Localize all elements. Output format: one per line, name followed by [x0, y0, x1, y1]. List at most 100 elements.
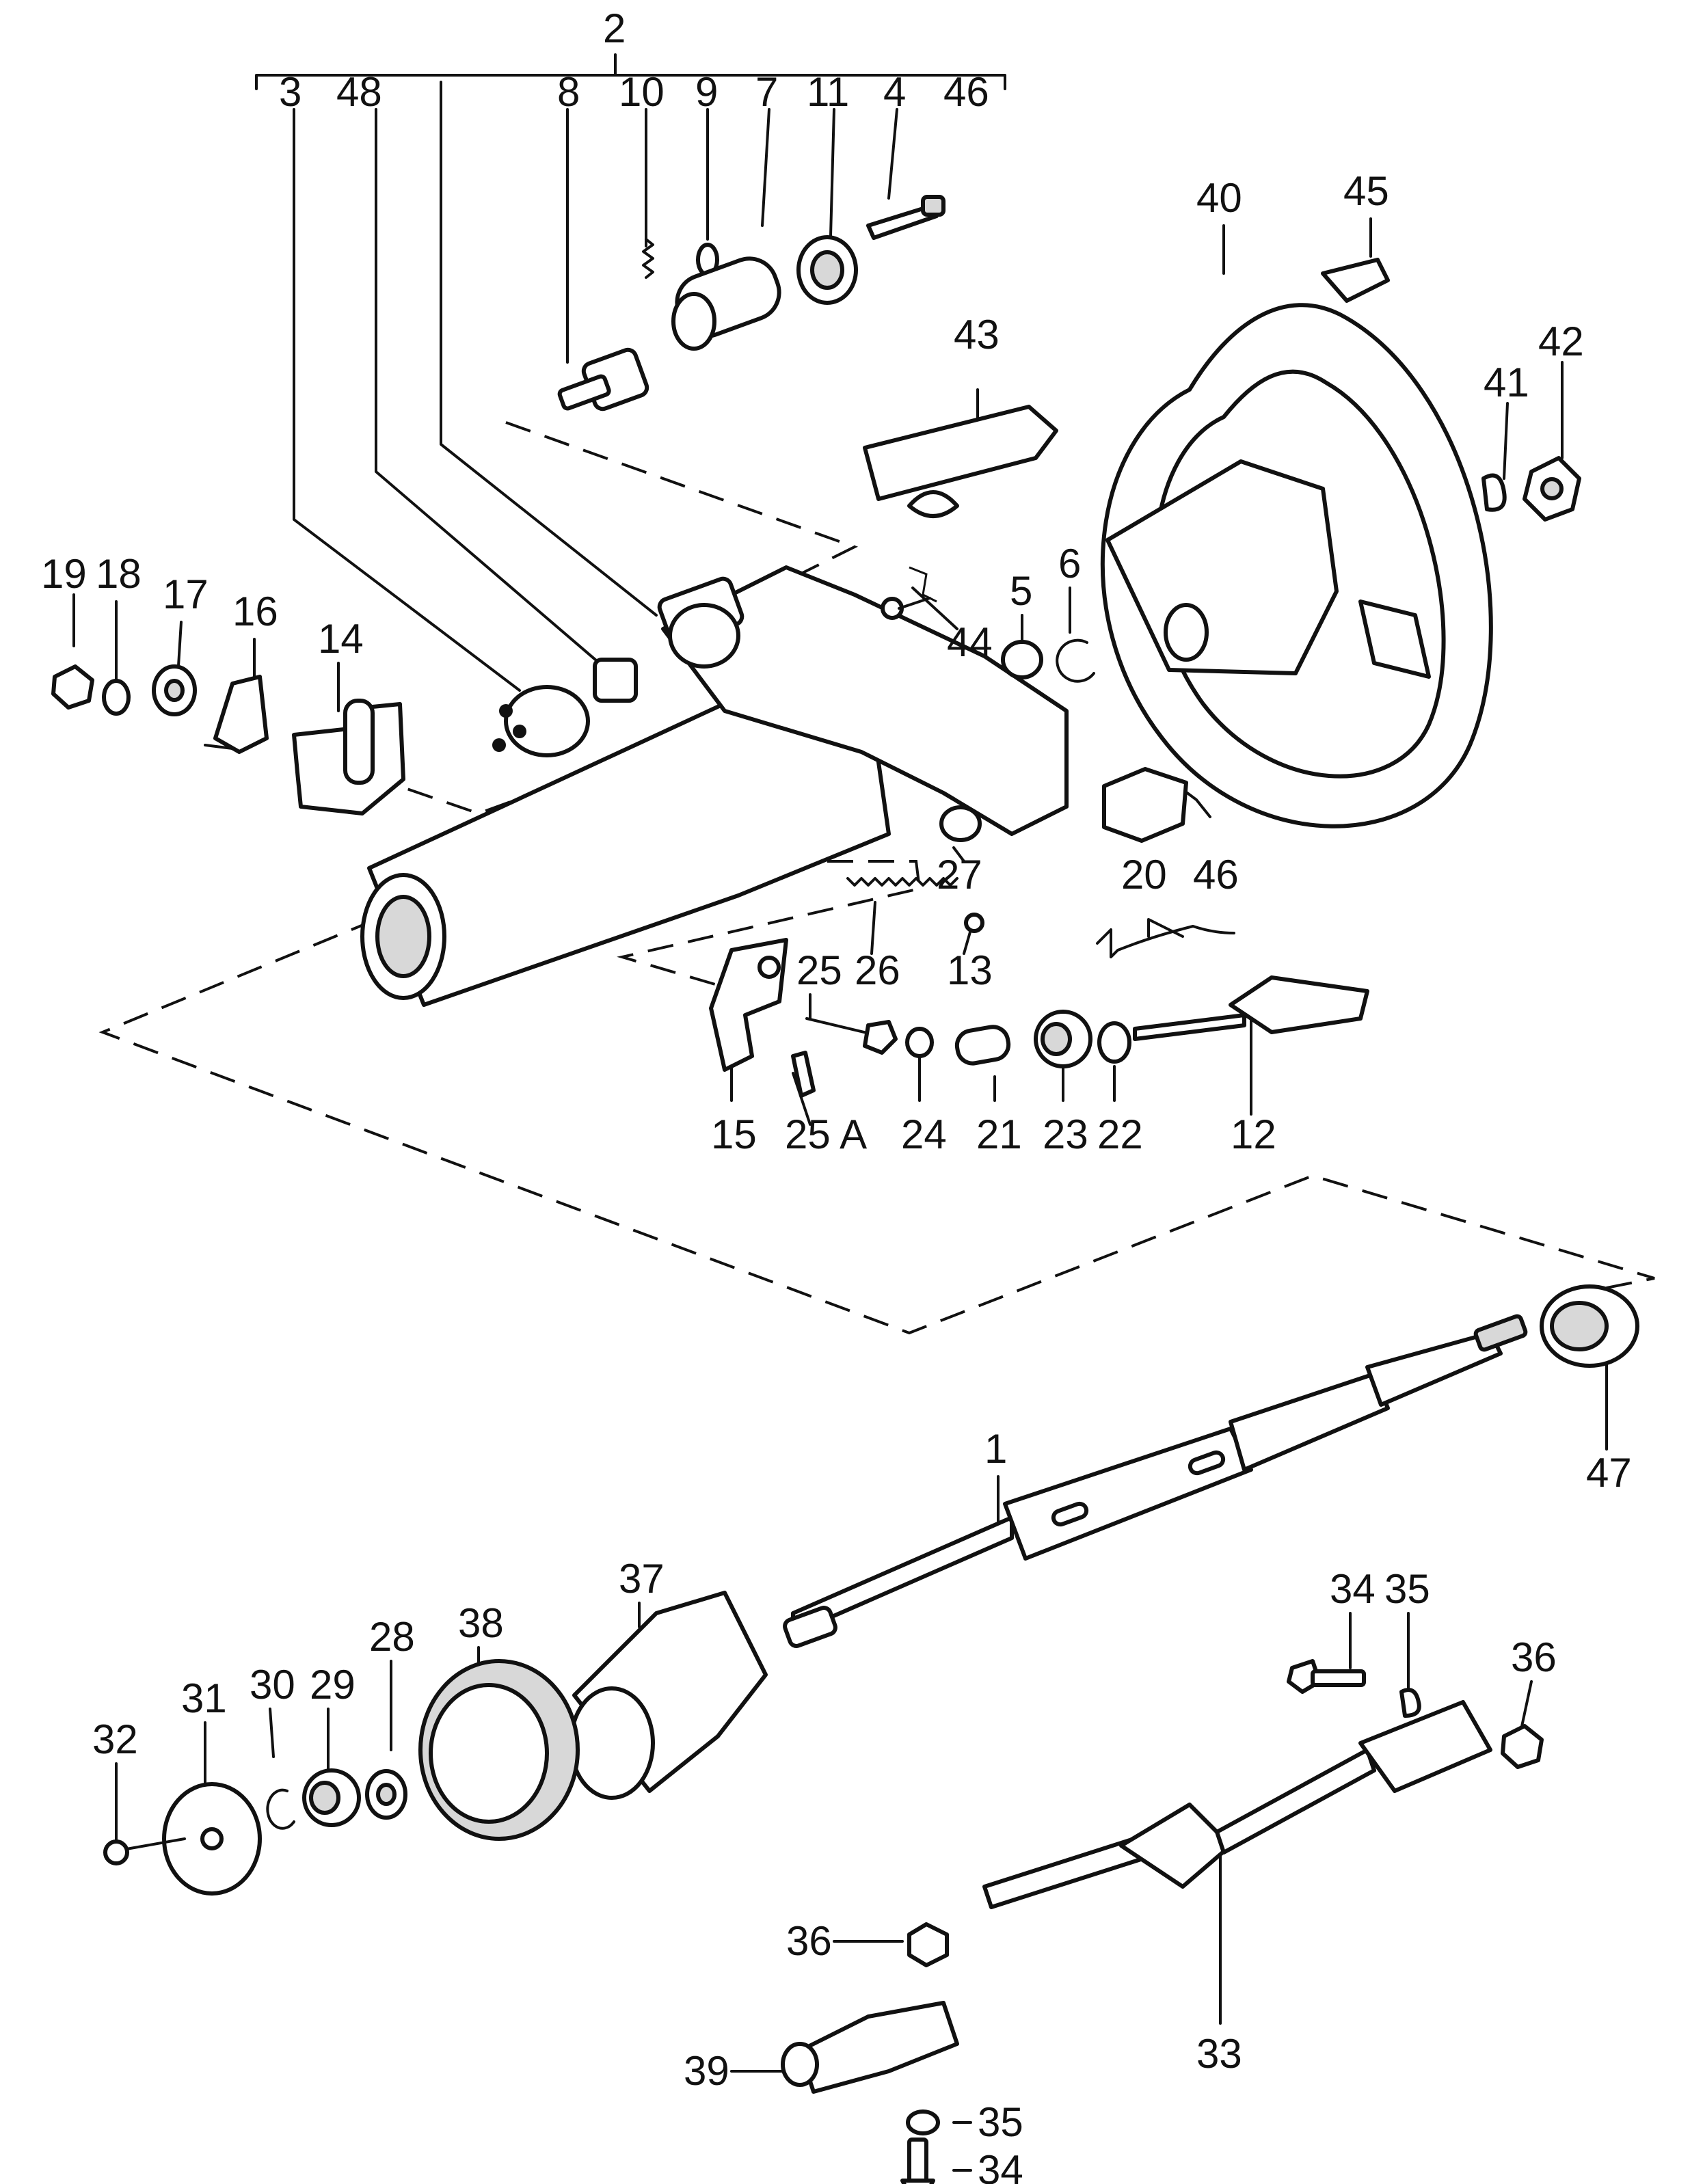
label-14: 14 [318, 616, 364, 662]
label-5: 5 [1010, 568, 1032, 614]
label-31: 31 [181, 1675, 227, 1721]
part-18-washer [102, 679, 131, 716]
part-13-ball [964, 913, 984, 933]
part-8-ignition-switch [557, 347, 649, 412]
part-43-bracket [863, 405, 1058, 518]
label-43: 43 [954, 312, 1000, 358]
part-17-bushing [152, 664, 197, 716]
label-47: 47 [1586, 1450, 1632, 1496]
part-20-wire [1096, 925, 1235, 958]
label-24: 24 [901, 1111, 947, 1157]
label-23: 23 [1043, 1111, 1088, 1157]
part-31-plate [162, 1782, 262, 1896]
part-40-steering-wheel [1100, 303, 1493, 828]
part-14-contact-plate [292, 699, 405, 815]
label-17: 17 [163, 571, 209, 617]
label-19: 19 [41, 551, 87, 597]
label-26: 26 [855, 947, 900, 993]
part-28-bearing [365, 1769, 407, 1820]
label-30: 30 [250, 1662, 295, 1708]
label-27: 27 [937, 852, 982, 898]
part-35-washer-upper [1399, 1688, 1421, 1718]
label-12: 12 [1231, 1111, 1276, 1157]
label-2: 2 [603, 5, 626, 51]
part-48-switch [593, 658, 638, 703]
part-35-washer-lower [906, 2109, 940, 2135]
label-25a: 25 A [785, 1111, 867, 1157]
label-35-upper: 35 [1384, 1566, 1430, 1612]
label-16: 16 [232, 589, 278, 634]
part-34-bolt-upper [1287, 1659, 1366, 1694]
label-41: 41 [1484, 360, 1529, 405]
label-29: 29 [310, 1662, 356, 1708]
part-42-nut [1523, 456, 1581, 522]
label-20: 20 [1121, 852, 1167, 898]
label-18: 18 [96, 551, 142, 597]
label-46-top: 46 [943, 69, 989, 115]
part-25-screw [805, 1017, 898, 1055]
part-29-ring [302, 1768, 361, 1827]
steering-column-housing [657, 565, 1069, 836]
label-38: 38 [458, 1600, 504, 1646]
label-36-upper: 36 [1511, 1634, 1557, 1680]
part-3-connector [492, 685, 590, 757]
part-11-ring [796, 235, 858, 305]
label-25: 25 [796, 947, 842, 993]
part-37-housing-sleeve [569, 1591, 768, 1800]
part-10-spring [642, 238, 654, 279]
label-35-lower: 35 [978, 2099, 1023, 2145]
part-45-clip [1321, 258, 1390, 303]
part-19-nut [51, 664, 94, 710]
assembly-2-bracket [255, 53, 1006, 90]
label-15: 15 [711, 1111, 757, 1157]
part-22-washer [1097, 1021, 1131, 1064]
label-6: 6 [1058, 541, 1081, 587]
label-34-upper: 34 [1330, 1566, 1376, 1612]
label-7: 7 [755, 69, 778, 115]
part-30-circlip [266, 1788, 295, 1830]
part-23-bearing [1034, 1010, 1092, 1068]
part-36-nut-upper [1501, 1724, 1544, 1769]
label-11: 11 [807, 69, 849, 115]
label-44: 44 [947, 619, 993, 665]
part-44-screw [881, 597, 931, 620]
label-32: 32 [92, 1716, 138, 1762]
part-36-nut-lower [907, 1922, 949, 1967]
part-34-bolt-lower [900, 2138, 935, 2184]
steering-column-tube [360, 695, 891, 1007]
label-28: 28 [369, 1614, 415, 1660]
part-27-knob [939, 805, 982, 842]
label-21: 21 [976, 1111, 1022, 1157]
label-22: 22 [1097, 1111, 1143, 1157]
label-46-bottom: 46 [1193, 852, 1239, 898]
part-15-bracket [709, 938, 788, 1072]
label-10: 10 [619, 69, 665, 115]
part-25a-clip [791, 1051, 816, 1098]
part-5-bushing [1001, 640, 1043, 679]
label-3: 3 [279, 69, 301, 115]
part-33-intermediate-shaft [982, 1700, 1492, 1909]
part-7-lock-cylinder [671, 256, 781, 351]
label-45: 45 [1343, 168, 1389, 214]
label-9: 9 [695, 69, 718, 115]
label-34-lower: 34 [978, 2147, 1023, 2184]
label-4: 4 [883, 69, 906, 115]
label-33: 33 [1196, 2031, 1242, 2077]
part-12-lever [1133, 975, 1369, 1041]
label-1: 1 [984, 1426, 1007, 1472]
label-42: 42 [1538, 319, 1584, 364]
label-48: 48 [336, 69, 382, 115]
part-39-universal-joint [781, 2001, 959, 2094]
part-16-lever [204, 675, 269, 754]
label-13: 13 [947, 947, 993, 993]
part-24-washer [905, 1027, 934, 1058]
part-21-sleeve [954, 1025, 1011, 1066]
label-39: 39 [684, 2048, 729, 2094]
label-8: 8 [557, 69, 580, 115]
callout-labels: 2 3 48 8 10 9 7 11 4 46 40 45 43 41 42 1… [41, 5, 1632, 2184]
part-6-circlip [1056, 638, 1095, 683]
label-36-lower: 36 [786, 1918, 832, 1964]
label-37: 37 [619, 1556, 665, 1602]
label-40: 40 [1196, 175, 1242, 221]
